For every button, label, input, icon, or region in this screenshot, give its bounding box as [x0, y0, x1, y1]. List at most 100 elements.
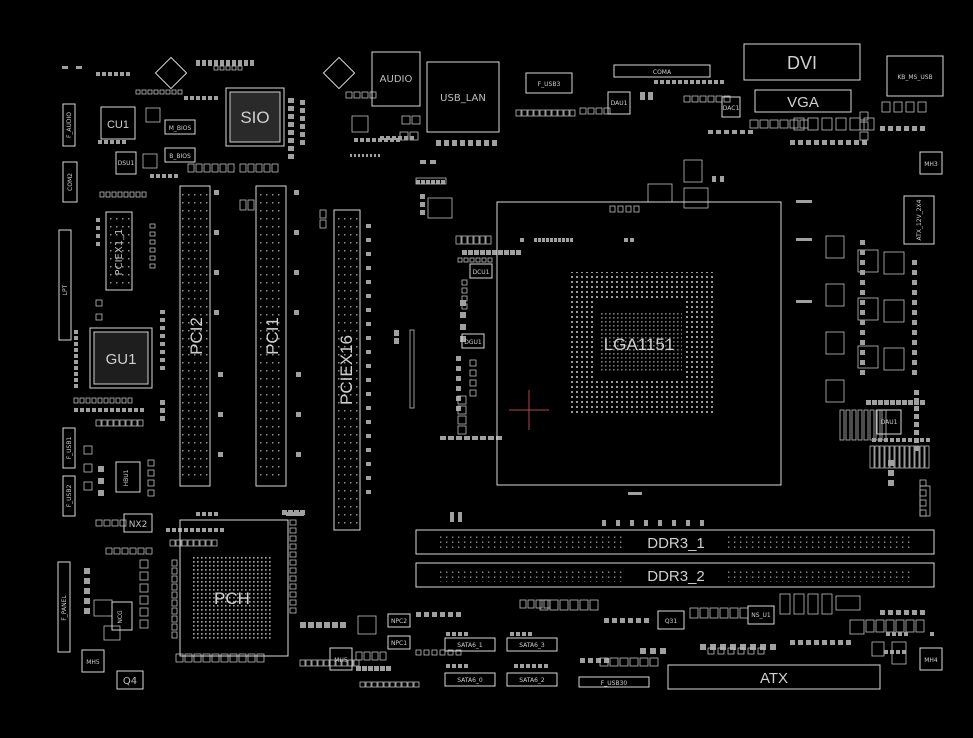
kb-ms-usb-connector: KB_MS_USB — [886, 55, 944, 97]
pci1-label: PCI1 — [263, 317, 282, 355]
mh1-label: MH3 — [924, 161, 938, 168]
mh5-hole — [154, 56, 356, 90]
pci2-slot: PCI2 — [179, 185, 211, 487]
pciex16-label: PCIEX16 — [337, 335, 356, 405]
q31-label: Q31 — [665, 618, 678, 625]
f-usb1-label: F_USB1 — [66, 437, 73, 460]
m-bios-label: M_BIOS — [169, 125, 192, 132]
vga-connector: VGA — [754, 89, 852, 113]
dvi-connector: DVI — [743, 43, 861, 81]
f-usb1-header: F_USB1 — [62, 427, 76, 469]
f-panel-label: F_PANEL — [61, 595, 68, 621]
lga-label: LGA1151 — [604, 335, 675, 354]
cu1-label: CU1 — [107, 119, 129, 131]
pci1-slot: PCI1 — [255, 185, 287, 487]
dac1-part: DAC1 — [721, 96, 741, 118]
ns-u1-label: NS_U1 — [751, 612, 771, 619]
mh3-label: MH5 — [334, 657, 348, 664]
atx-label: ATX — [760, 670, 788, 687]
sata-0-label: SATA6_0 — [457, 677, 483, 684]
pad-clusters — [62, 60, 934, 688]
npc1-part: NPC1 — [387, 635, 411, 650]
usb-lan-label: USB_LAN — [440, 93, 486, 104]
mh3-hole: MH5 — [329, 647, 353, 671]
b-bios-label: B_BIOS — [169, 153, 191, 160]
f-usb2-label: F_USB2 — [66, 485, 73, 508]
audio-label: AUDIO — [380, 74, 413, 85]
ddr3-1-label: DDR3_1 — [647, 535, 705, 552]
mh2-hole: MH5 — [81, 649, 105, 673]
dac1-label: DAC1 — [723, 105, 740, 112]
dvi-label: DVI — [787, 53, 817, 73]
dcu1-label: DCU1 — [472, 269, 489, 276]
lpt-label: LPT — [62, 284, 69, 295]
sata-2-label: SATA6_2 — [519, 677, 545, 684]
lpt-header: LPT — [58, 229, 72, 341]
f-usb30-header: F_USB30 — [578, 676, 650, 688]
m-bios-part: M_BIOS — [164, 119, 196, 135]
gu1-label: GU1 — [106, 351, 137, 368]
ddr3-2-slot: DDR3_2 — [415, 562, 935, 588]
usb-lan-connector: USB_LAN — [426, 61, 500, 133]
sio-label: SIO — [240, 108, 269, 127]
q4-part: Q4 — [116, 670, 144, 690]
sata-2-port: SATA6_2 — [506, 672, 558, 687]
ddr3-1-slot: DDR3_1 — [415, 529, 935, 555]
pci2-label: PCI2 — [187, 317, 206, 355]
kb-ms-usb-label: KB_MS_USB — [897, 74, 932, 81]
coma-header: COMA — [613, 64, 711, 78]
ncg-part: NCG — [111, 601, 133, 631]
dau1-top-part: DAU1 — [607, 91, 631, 115]
ncg-label: NCG — [117, 610, 124, 624]
pciex16-slot: PCIEX16 — [333, 209, 361, 531]
pch-label: PCH — [214, 589, 250, 608]
q31-part: Q31 — [657, 610, 685, 630]
npc2-label: NPC2 — [391, 618, 407, 625]
sio-chip: SIO — [225, 87, 285, 147]
ns-u1-part: NS_U1 — [747, 605, 775, 625]
cpu-socket: LGA1151 — [496, 201, 782, 486]
hbu1-label: HBU1 — [123, 469, 130, 486]
ddr3-2-label: DDR3_2 — [647, 568, 705, 585]
mh4-hole: MH4 — [919, 647, 943, 671]
coma-label: COMA — [653, 69, 672, 76]
atx-12v-connector: ATX_12V_2X4 — [903, 195, 935, 245]
com2-label: COM2 — [67, 173, 74, 191]
mh4-label: MH4 — [924, 657, 938, 664]
dsu1-label: DSU1 — [118, 160, 135, 167]
f-usb3-part: F_USB3 — [525, 72, 573, 94]
f-audio-header: F_AUDIO — [62, 103, 76, 147]
nx2-label: NX2 — [129, 520, 148, 530]
atx-12v-label: ATX_12V_2X4 — [916, 199, 923, 240]
pch-chip: PCH — [179, 519, 289, 657]
f-usb30-label: F_USB30 — [601, 680, 628, 687]
gu1-chip: GU1 — [89, 327, 153, 389]
sata-3-port: SATA6_3 — [506, 637, 558, 652]
npc2-part: NPC2 — [387, 613, 411, 628]
dau1-part: DAU1 — [876, 409, 902, 435]
f-usb3-label: F_USB3 — [538, 81, 561, 88]
sata-1-port: SATA6_1 — [444, 637, 496, 652]
sata-0-port: SATA6_0 — [444, 672, 496, 687]
sata-1-label: SATA6_1 — [457, 642, 483, 649]
pciex1-1-label: PCIEX1_1 — [114, 229, 125, 276]
com2-header: COM2 — [62, 161, 78, 203]
mh1-hole: MH3 — [919, 151, 943, 175]
dgu1-label: DGU1 — [464, 339, 482, 346]
atx-connector: ATX — [667, 664, 881, 690]
dau1-top-label: DAU1 — [611, 100, 628, 107]
b-bios-part: B_BIOS — [164, 147, 196, 163]
npc1-label: NPC1 — [391, 640, 407, 647]
vga-label: VGA — [787, 94, 819, 111]
audio-connector: AUDIO — [371, 51, 421, 107]
dau1-label: DAU1 — [881, 419, 898, 426]
pciex1-1-slot: PCIEX1_1 — [105, 211, 133, 291]
f-usb2-header: F_USB2 — [62, 475, 76, 517]
f-panel-header: F_PANEL — [57, 561, 71, 653]
cu1-chip: CU1 — [100, 106, 136, 140]
mh2-label: MH5 — [86, 659, 100, 666]
dsu1-part: DSU1 — [115, 151, 137, 175]
hbu1-part: HBU1 — [115, 461, 141, 493]
dgu1-part: DGU1 — [461, 333, 485, 349]
